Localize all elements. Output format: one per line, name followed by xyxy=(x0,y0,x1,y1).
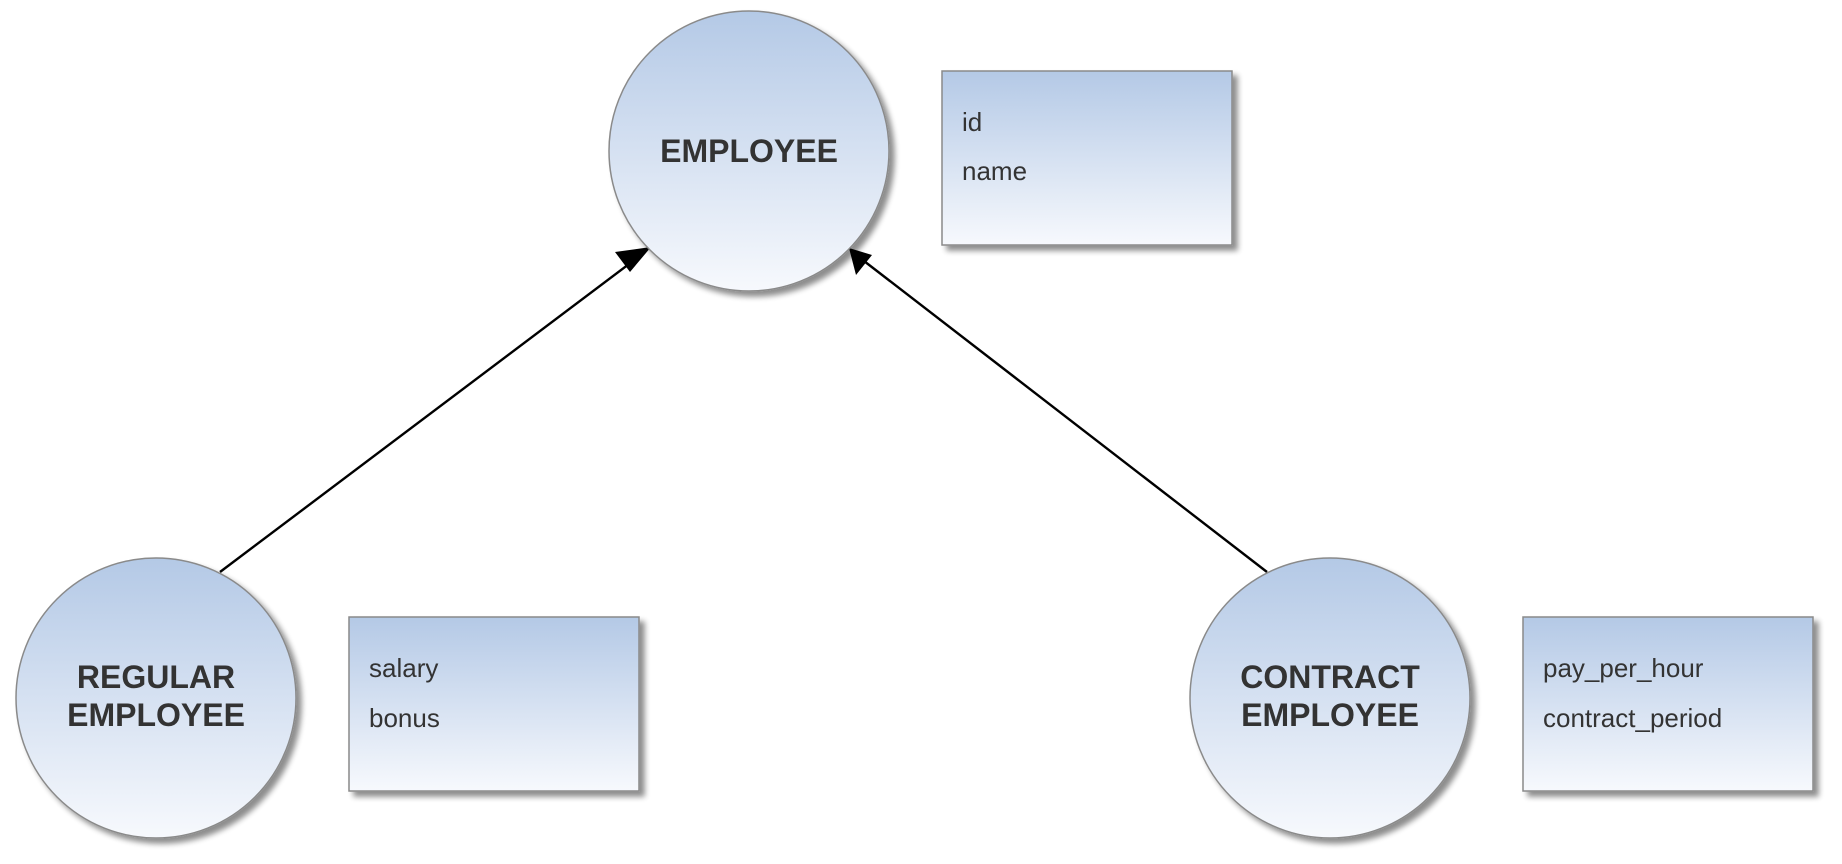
attribute-pay-per-hour: pay_per_hour xyxy=(1543,653,1704,683)
attributes-contract-employee-box[interactable] xyxy=(1522,616,1814,792)
attribute-bonus: bonus xyxy=(369,703,440,733)
entity-contract-employee-circle[interactable] xyxy=(1189,557,1471,839)
attributes-contract-employee[interactable]: pay_per_hour contract_period xyxy=(1522,616,1814,792)
entity-contract-employee-label-line2: EMPLOYEE xyxy=(1241,697,1419,733)
entity-employee-circle[interactable] xyxy=(608,10,890,292)
arrowhead-contract-to-employee xyxy=(849,248,872,275)
attribute-name: name xyxy=(962,156,1027,186)
edge-regular-to-employee xyxy=(219,257,638,573)
attributes-regular-employee-box[interactable] xyxy=(348,616,640,792)
entity-employee[interactable]: EMPLOYEE xyxy=(608,10,890,292)
entity-regular-employee-circle[interactable] xyxy=(15,557,297,839)
entity-regular-employee[interactable]: REGULAR EMPLOYEE xyxy=(15,557,297,839)
entity-contract-employee[interactable]: CONTRACT EMPLOYEE xyxy=(1189,557,1471,839)
arrowhead-regular-to-employee xyxy=(615,247,651,272)
entity-regular-employee-label-line2: EMPLOYEE xyxy=(67,697,245,733)
attributes-employee[interactable]: id name xyxy=(941,70,1233,246)
entity-regular-employee-label-line1: REGULAR xyxy=(77,659,235,695)
attribute-id: id xyxy=(962,107,982,137)
attribute-contract-period: contract_period xyxy=(1543,703,1722,733)
entity-employee-label: EMPLOYEE xyxy=(660,133,838,169)
attribute-salary: salary xyxy=(369,653,438,683)
entity-contract-employee-label-line1: CONTRACT xyxy=(1240,659,1420,695)
attributes-regular-employee[interactable]: salary bonus xyxy=(348,616,640,792)
attributes-employee-box[interactable] xyxy=(941,70,1233,246)
edge-contract-to-employee xyxy=(863,260,1268,573)
edges-layer xyxy=(219,247,1268,573)
